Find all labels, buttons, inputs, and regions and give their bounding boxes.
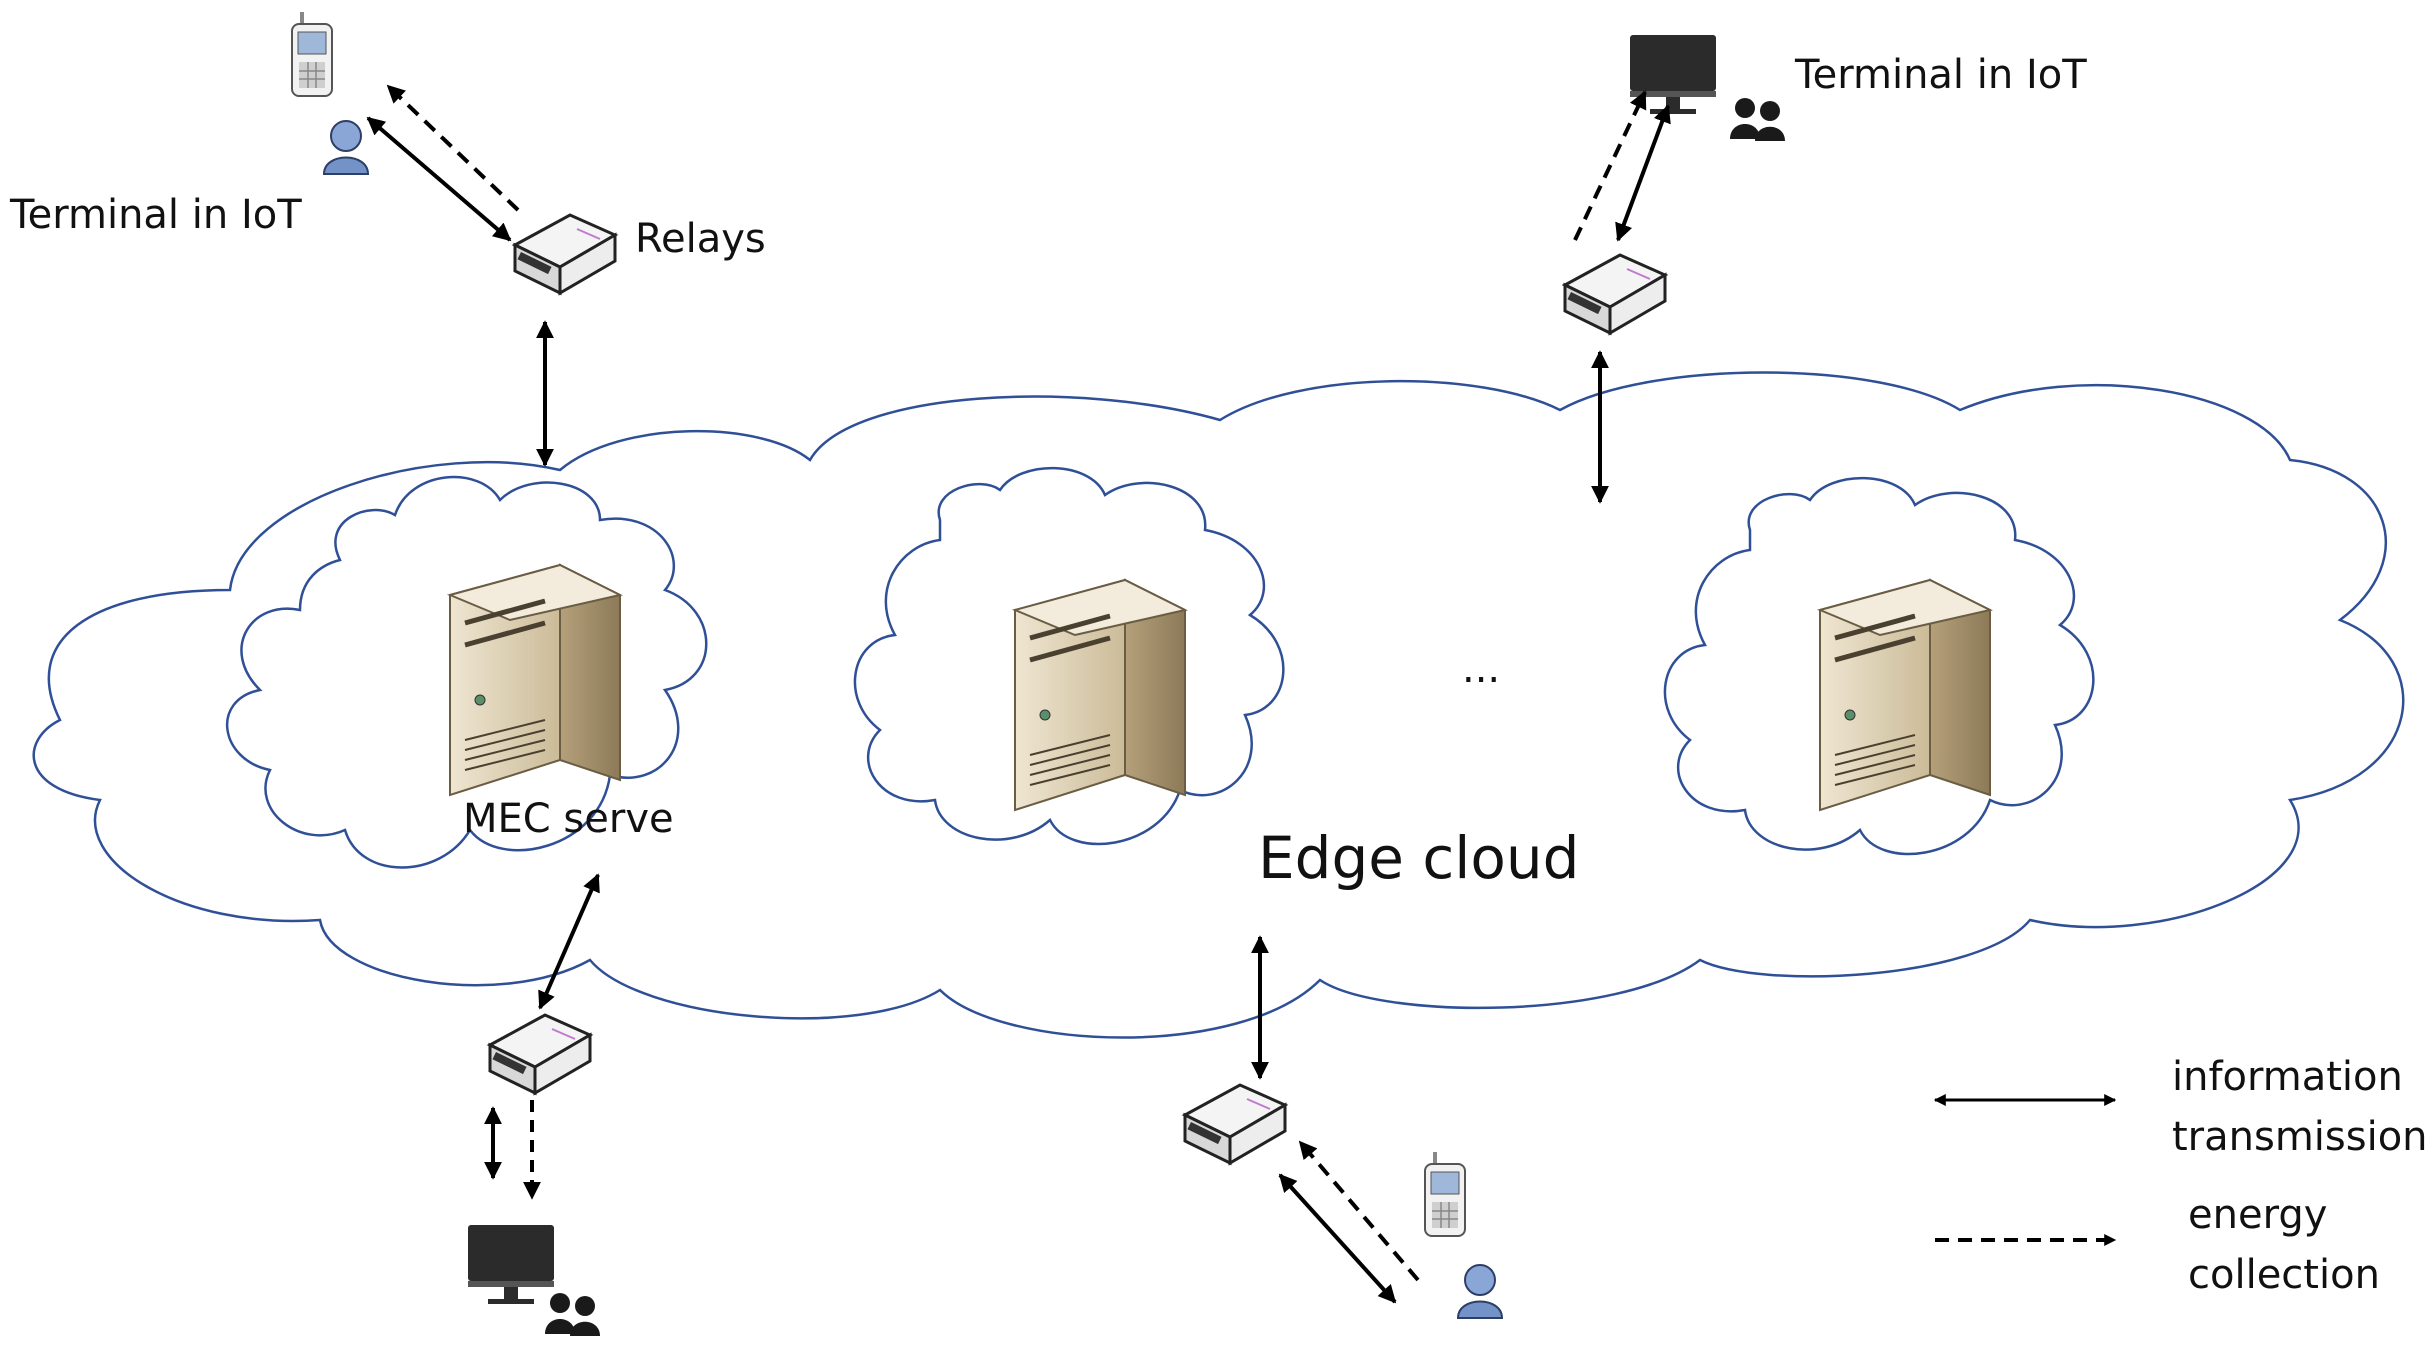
person-icon [323,120,369,175]
phone-icon [1424,1151,1466,1237]
info-arrow [366,116,512,242]
relay-icon [513,213,617,295]
ellipsis-label: ... [1462,646,1500,692]
monitor-icon [468,1225,554,1304]
server-icon [1820,580,1990,810]
monitor-icon [1630,35,1716,114]
mec-server-label: MEC serve [463,796,674,842]
info-arrow [1615,104,1671,242]
mec-cloud-2 [853,466,1285,846]
relay-icon [488,1013,592,1095]
edge-cloud-shape [32,371,2405,1039]
relays-label: Relays [635,216,766,262]
mec-cloud-3 [1663,476,2095,856]
legend-info-text-2: transmission [2172,1114,2428,1160]
relay-icon [1183,1083,1287,1165]
edge-cloud-label: Edge cloud [1258,824,1579,892]
person-icon [1457,1264,1503,1319]
energy-arrow [386,84,520,212]
server-icon [1015,580,1185,810]
phone-icon [291,11,333,97]
terminal-label: Terminal in IoT [9,192,302,238]
energy-arrow [1298,1140,1420,1282]
server-icon [450,565,620,795]
info-arrow [538,873,600,1010]
legend-info-text-1: information [2172,1054,2403,1100]
group-icon [1730,98,1785,141]
legend-energy-text-2: collection [2188,1252,2380,1298]
terminal-label: Terminal in IoT [1794,52,2087,98]
info-arrow [1278,1173,1397,1304]
legend-energy-text-1: energy [2188,1192,2327,1238]
energy-arrow [1573,90,1647,241]
relay-icon [1563,253,1667,335]
group-icon [545,1293,600,1336]
